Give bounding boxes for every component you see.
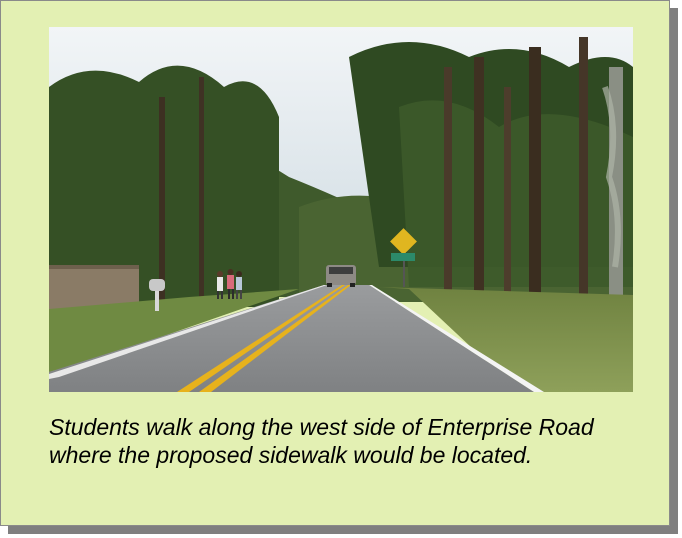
hanging-moss [602, 86, 621, 268]
students-walking [217, 269, 242, 299]
left-edge-line [49, 285, 327, 379]
left-grass [49, 289, 299, 372]
center-line-left [177, 285, 345, 392]
car [326, 265, 356, 287]
center-line-right [199, 285, 351, 392]
right-canopy-lower [399, 100, 633, 287]
road [49, 285, 534, 392]
right-edge-line [369, 285, 544, 392]
photo-caption: Students walk along the west side of Ent… [49, 414, 594, 468]
road-photo-illustration [49, 27, 633, 392]
caption-card: Students walk along the west side of Ent… [0, 0, 670, 526]
right-grass [379, 287, 633, 392]
road-photo [49, 27, 633, 392]
mailbox [149, 279, 165, 311]
wooden-fence [49, 265, 139, 309]
